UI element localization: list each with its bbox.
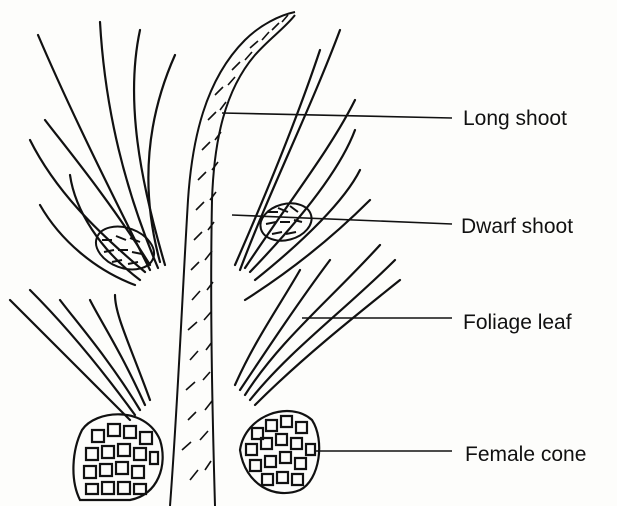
leader-dwarf-shoot [232,215,452,224]
label-female-cone: Female cone [465,444,586,465]
leader-long-shoot [222,113,452,118]
label-dwarf-shoot: Dwarf shoot [461,216,573,237]
female-cone-right [240,411,319,493]
female-cone-left [73,414,162,500]
label-foliage-leaf: Foliage leaf [463,312,572,333]
foliage-needles [10,22,400,420]
label-long-shoot: Long shoot [463,108,567,129]
